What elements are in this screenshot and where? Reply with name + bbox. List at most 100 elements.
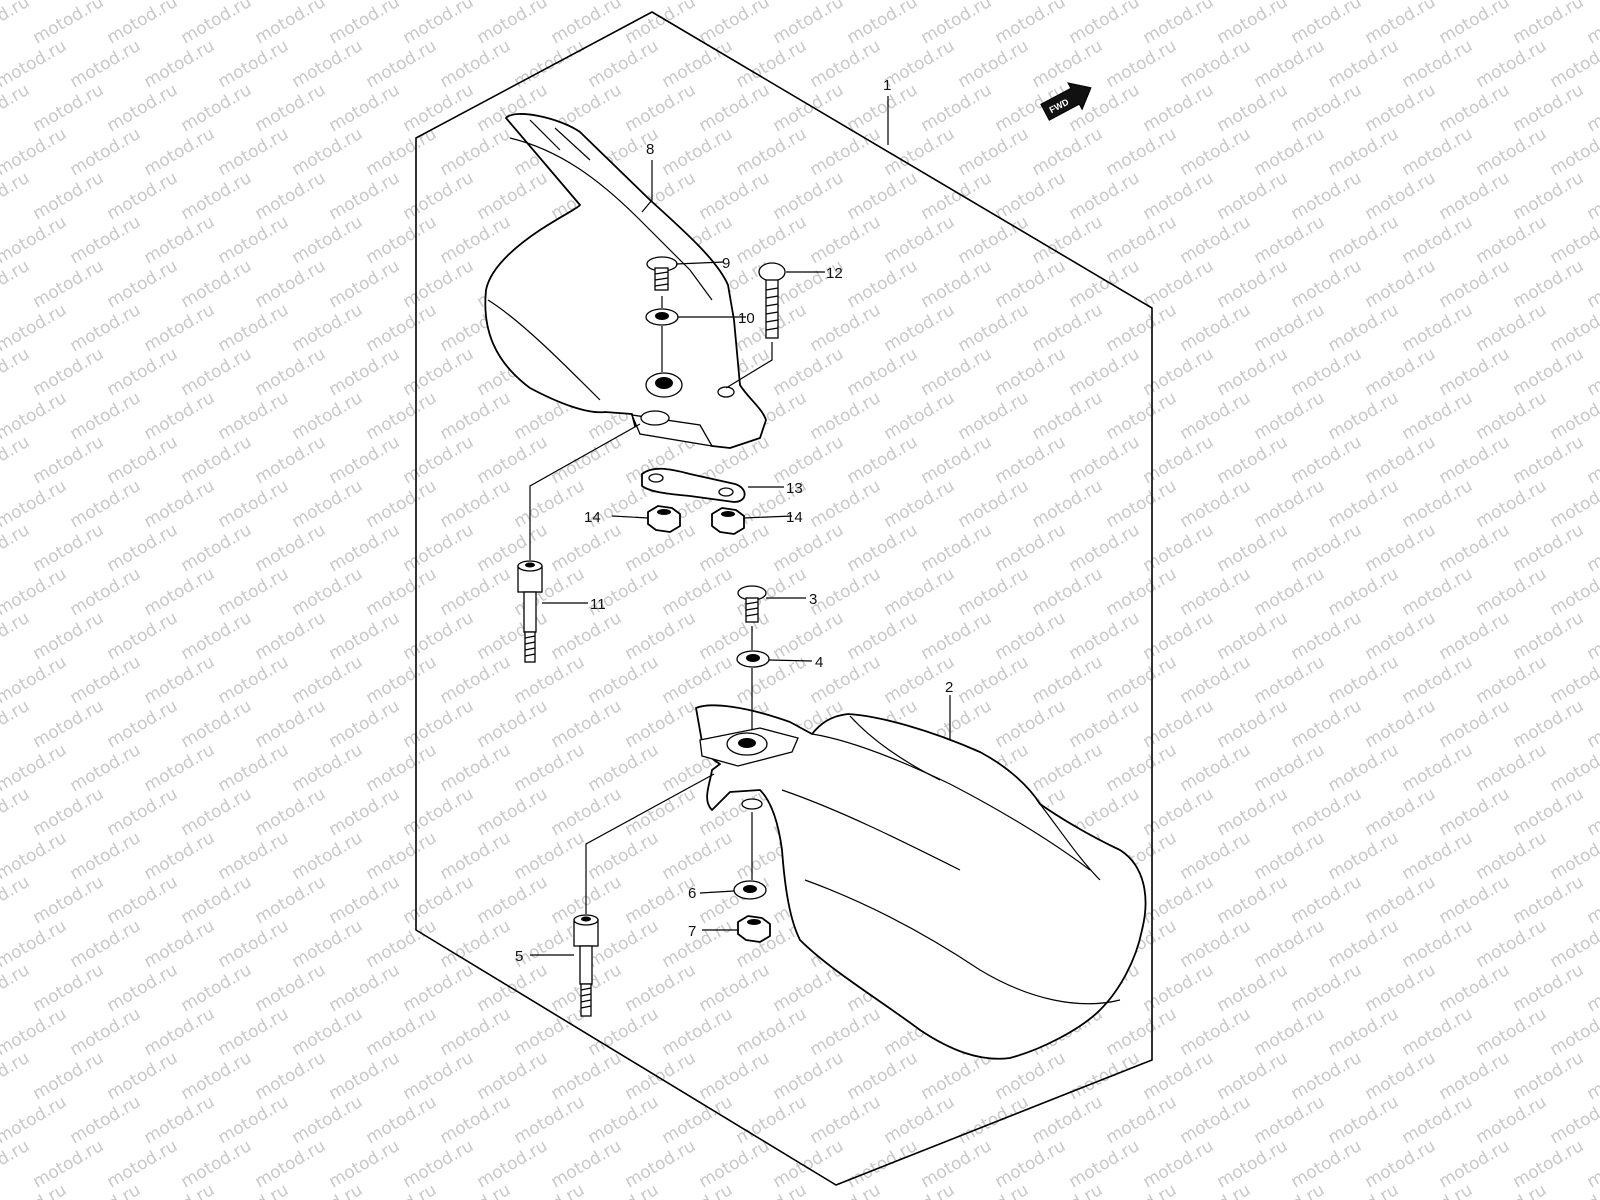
watermark-text: motod.ru [807, 564, 885, 620]
watermark-text: motod.ru [437, 124, 515, 180]
watermark-text: motod.ru [141, 652, 219, 708]
callout-13: 13 [786, 480, 803, 497]
watermark-text: motod.ru [400, 432, 478, 488]
watermark-text: motod.ru [807, 1180, 885, 1200]
part-13-plate [641, 467, 746, 503]
watermark-text: motod.ru [1251, 212, 1329, 268]
watermark-text: motod.ru [1399, 652, 1477, 708]
watermark-text: motod.ru [104, 784, 182, 840]
watermark-text: motod.ru [1436, 256, 1514, 312]
watermark-text: motod.ru [67, 564, 145, 620]
watermark-text: motod.ru [1473, 828, 1551, 884]
watermark-text: motod.ru [1473, 564, 1551, 620]
watermark-text: motod.ru [770, 432, 848, 488]
watermark-text: motod.ru [992, 256, 1070, 312]
watermark-text: motod.ru [1103, 300, 1181, 356]
watermark-text: motod.ru [1473, 1092, 1551, 1148]
watermark-text: motod.ru [1362, 520, 1440, 576]
watermark-text: motod.ru [400, 784, 478, 840]
watermark-text: motod.ru [1362, 168, 1440, 224]
watermark-text: motod.ru [1288, 256, 1366, 312]
watermark-text: motod.ru [437, 1004, 515, 1060]
watermark-text: motod.ru [881, 300, 959, 356]
watermark-text: motod.ru [141, 476, 219, 532]
watermark-text: motod.ru [289, 1092, 367, 1148]
watermark-text: motod.ru [474, 0, 552, 48]
watermark-text: motod.ru [215, 564, 293, 620]
watermark-text: motod.ru [1325, 652, 1403, 708]
watermark-text: motod.ru [400, 608, 478, 664]
watermark-text: motod.ru [585, 828, 663, 884]
watermark-text: motod.ru [104, 696, 182, 752]
watermark-text: motod.ru [326, 608, 404, 664]
watermark-text: motod.ru [955, 36, 1033, 92]
watermark-text: motod.ru [1103, 36, 1181, 92]
watermark-text: motod.ru [326, 80, 404, 136]
watermark-text: motod.ru [289, 212, 367, 268]
watermark-text: motod.ru [807, 212, 885, 268]
watermark-text: motod.ru [1584, 344, 1600, 400]
watermark-text: motod.ru [1584, 80, 1600, 136]
watermark-text: motod.ru [1251, 916, 1329, 972]
watermark-text: motod.ru [1251, 564, 1329, 620]
watermark-text: motod.ru [363, 36, 441, 92]
watermark-text: motod.ru [141, 916, 219, 972]
watermark-text: motod.ru [1140, 696, 1218, 752]
watermark-text: motod.ru [252, 0, 330, 48]
watermark-text: motod.ru [0, 740, 70, 796]
watermark-text: motod.ru [1325, 476, 1403, 532]
watermark-text: motod.ru [215, 652, 293, 708]
watermark-text: motod.ru [141, 212, 219, 268]
watermark-text: motod.ru [1362, 0, 1440, 48]
watermark-text: motod.ru [1510, 520, 1588, 576]
watermark-text: motod.ru [252, 168, 330, 224]
watermark-text: motod.ru [1325, 916, 1403, 972]
watermark-text: motod.ru [289, 300, 367, 356]
watermark-text: motod.ru [289, 36, 367, 92]
watermark-text: motod.ru [474, 608, 552, 664]
watermark-text: motod.ru [955, 1092, 1033, 1148]
watermark-text: motod.ru [1288, 696, 1366, 752]
watermark-text: motod.ru [289, 828, 367, 884]
watermark-text: motod.ru [1251, 652, 1329, 708]
watermark-text: motod.ru [1325, 1092, 1403, 1148]
watermark-text: motod.ru [1177, 476, 1255, 532]
watermark-text: motod.ru [1103, 740, 1181, 796]
watermark-text: motod.ru [178, 1136, 256, 1192]
watermark-text: motod.ru [1214, 608, 1292, 664]
watermark-text: motod.ru [437, 36, 515, 92]
watermark-text: motod.ru [326, 432, 404, 488]
watermark-text: motod.ru [1362, 696, 1440, 752]
watermark-text: motod.ru [548, 1136, 626, 1192]
watermark-text: motod.ru [1510, 168, 1588, 224]
watermark-text: motod.ru [363, 916, 441, 972]
watermark-text: motod.ru [215, 300, 293, 356]
watermark-text: motod.ru [1325, 828, 1403, 884]
watermark-text: motod.ru [1251, 124, 1329, 180]
watermark-text: motod.ru [807, 388, 885, 444]
watermark-text: motod.ru [733, 124, 811, 180]
watermark-text: motod.ru [1473, 652, 1551, 708]
watermark-text: motod.ru [1436, 608, 1514, 664]
watermark-text: motod.ru [1066, 344, 1144, 400]
watermark-text: motod.ru [511, 652, 589, 708]
watermark-text: motod.ru [141, 564, 219, 620]
watermark-text: motod.ru [104, 872, 182, 928]
watermark-text: motod.ru [400, 1136, 478, 1192]
watermark-text: motod.ru [585, 1180, 663, 1200]
watermark-text: motod.ru [0, 388, 70, 444]
watermark-text: motod.ru [1584, 608, 1600, 664]
watermark-text: motod.ru [1029, 476, 1107, 532]
watermark-text: motod.ru [955, 1180, 1033, 1200]
callout-8: 8 [646, 141, 654, 158]
watermark-text: motod.ru [992, 608, 1070, 664]
watermark-text: motod.ru [1436, 960, 1514, 1016]
watermark-text: motod.ru [1584, 872, 1600, 928]
callout-2: 2 [945, 679, 953, 696]
watermark-text: motod.ru [1436, 784, 1514, 840]
watermark-text: motod.ru [659, 652, 737, 708]
watermark-text: motod.ru [1436, 80, 1514, 136]
watermark-text: motod.ru [1177, 36, 1255, 92]
